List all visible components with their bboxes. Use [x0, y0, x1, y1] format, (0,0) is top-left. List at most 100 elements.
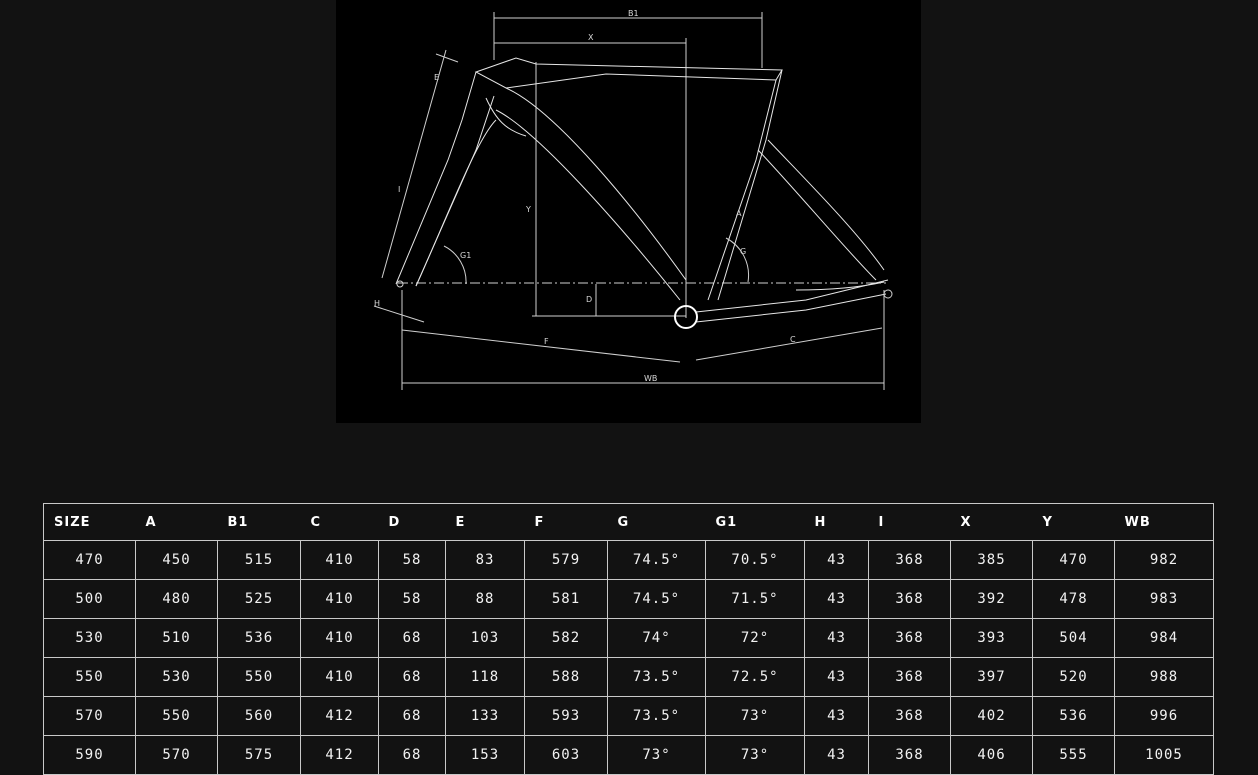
table-cell-a: 480 — [135, 579, 218, 619]
table-cell-i: 368 — [868, 657, 951, 697]
table-cell-h: 43 — [804, 618, 869, 658]
header-g1: G1 — [705, 503, 805, 541]
header-b1: B1 — [217, 503, 301, 541]
table-cell-y: 520 — [1032, 657, 1115, 697]
table-cell-f: 581 — [524, 579, 608, 619]
table-cell-i: 368 — [868, 735, 951, 775]
label-b1: B1 — [628, 9, 639, 18]
table-cell-h: 43 — [804, 696, 869, 736]
header-a: A — [135, 503, 218, 541]
front-dropout — [396, 280, 404, 288]
table-cell-b1: 525 — [217, 579, 301, 619]
dimension-h — [373, 305, 425, 323]
table-cell-a: 530 — [135, 657, 218, 697]
table-cell-e: 83 — [445, 540, 525, 580]
table-cell-a: 450 — [135, 540, 218, 580]
table-cell-i: 368 — [868, 540, 951, 580]
header-size: SIZE — [43, 503, 136, 541]
table-cell-c: 410 — [300, 657, 379, 697]
table-cell-g: 74.5° — [607, 579, 706, 619]
table-cell-size: 550 — [43, 657, 136, 697]
rear-dropout — [883, 289, 893, 299]
table-cell-d: 68 — [378, 696, 446, 736]
header-wb: WB — [1114, 503, 1214, 541]
table-cell-d: 68 — [378, 735, 446, 775]
table-cell-x: 392 — [950, 579, 1033, 619]
label-i: I — [398, 185, 400, 194]
header-e: E — [445, 503, 525, 541]
table-cell-g: 73.5° — [607, 696, 706, 736]
dimension-y — [532, 62, 686, 317]
table-cell-e: 103 — [445, 618, 525, 658]
header-h: H — [804, 503, 869, 541]
table-cell-a: 510 — [135, 618, 218, 658]
label-a: A — [736, 209, 742, 218]
label-c: C — [790, 335, 796, 344]
table-cell-x: 385 — [950, 540, 1033, 580]
table-cell-a: 550 — [135, 696, 218, 736]
table-cell-f: 603 — [524, 735, 608, 775]
label-x: X — [588, 33, 594, 42]
header-d: D — [378, 503, 446, 541]
table-cell-wb: 996 — [1114, 696, 1214, 736]
label-y: Y — [525, 205, 531, 214]
table-cell-x: 402 — [950, 696, 1033, 736]
label-g1: G1 — [460, 251, 471, 260]
header-y: Y — [1032, 503, 1115, 541]
table-cell-g: 74.5° — [607, 540, 706, 580]
table-cell-c: 412 — [300, 696, 379, 736]
label-h: H — [374, 299, 380, 308]
angle-g1-arc — [443, 245, 467, 285]
header-g: G — [607, 503, 706, 541]
table-cell-g1: 72.5° — [705, 657, 805, 697]
table-cell-size: 470 — [43, 540, 136, 580]
table-cell-b1: 550 — [217, 657, 301, 697]
label-g: G — [740, 247, 746, 256]
label-d: D — [586, 295, 592, 304]
table-cell-f: 582 — [524, 618, 608, 658]
table-cell-g: 73° — [607, 735, 706, 775]
table-cell-d: 58 — [378, 579, 446, 619]
table-cell-e: 118 — [445, 657, 525, 697]
table-cell-h: 43 — [804, 540, 869, 580]
table-cell-i: 368 — [868, 618, 951, 658]
table-cell-c: 410 — [300, 618, 379, 658]
header-x: X — [950, 503, 1033, 541]
table-cell-f: 593 — [524, 696, 608, 736]
table-cell-g: 74° — [607, 618, 706, 658]
table-cell-f: 588 — [524, 657, 608, 697]
table-cell-b1: 515 — [217, 540, 301, 580]
table-cell-e: 88 — [445, 579, 525, 619]
table-cell-x: 406 — [950, 735, 1033, 775]
table-cell-size: 570 — [43, 696, 136, 736]
table-cell-h: 43 — [804, 579, 869, 619]
header-f: F — [524, 503, 608, 541]
table-cell-i: 368 — [868, 579, 951, 619]
dimension-x — [494, 38, 687, 318]
table-cell-y: 504 — [1032, 618, 1115, 658]
table-cell-h: 43 — [804, 657, 869, 697]
table-cell-d: 58 — [378, 540, 446, 580]
table-cell-g: 73.5° — [607, 657, 706, 697]
bottom-bracket — [674, 305, 698, 329]
table-header-row: SIZE A B1 C D E F G G1 H I X Y WB — [43, 503, 1214, 541]
table-cell-c: 410 — [300, 540, 379, 580]
table-cell-f: 579 — [524, 540, 608, 580]
label-e: E — [434, 73, 439, 82]
table-cell-g1: 72° — [705, 618, 805, 658]
table-cell-h: 43 — [804, 735, 869, 775]
label-f: F — [544, 337, 549, 346]
label-wb: WB — [644, 374, 657, 383]
table-cell-i: 368 — [868, 696, 951, 736]
table-cell-size: 590 — [43, 735, 136, 775]
table-cell-b1: 560 — [217, 696, 301, 736]
table-cell-wb: 983 — [1114, 579, 1214, 619]
table-cell-size: 530 — [43, 618, 136, 658]
table-cell-x: 397 — [950, 657, 1033, 697]
table-cell-c: 410 — [300, 579, 379, 619]
